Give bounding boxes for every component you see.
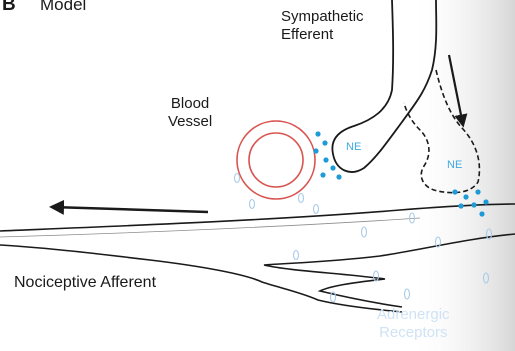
ne-sprouting-label: NE <box>447 159 462 172</box>
blood-vessel-label-line2: Vessel <box>168 113 212 131</box>
adrenergic-receptors-label-line1: Adrenergic <box>377 306 450 324</box>
shaded-region <box>408 0 515 351</box>
panel-letter: B <box>2 0 16 16</box>
nociceptive-afferent-label: Nociceptive Afferent <box>14 274 156 293</box>
sympathetic-efferent-label: Sympathetic Efferent <box>281 8 364 43</box>
sympathetic-efferent-label-line2: Efferent <box>281 26 364 44</box>
blood-vessel-label-line1: Blood <box>168 95 212 113</box>
blood-vessel-inner <box>249 133 303 187</box>
ne-dots-vessel <box>313 131 341 179</box>
ne-released-label: NE <box>346 141 361 154</box>
adrenergic-receptors-label: Adrenergic Receptors <box>377 306 450 341</box>
sympathetic-efferent-label-line1: Sympathetic <box>281 8 364 26</box>
figure-title: Model <box>40 0 86 15</box>
adrenergic-receptors-label-line2: Receptors <box>377 324 450 342</box>
nociceptive-afferent-inner <box>0 218 420 237</box>
blood-vessel-label: Blood Vessel <box>168 95 212 130</box>
afferent-direction-arrow <box>52 207 208 212</box>
